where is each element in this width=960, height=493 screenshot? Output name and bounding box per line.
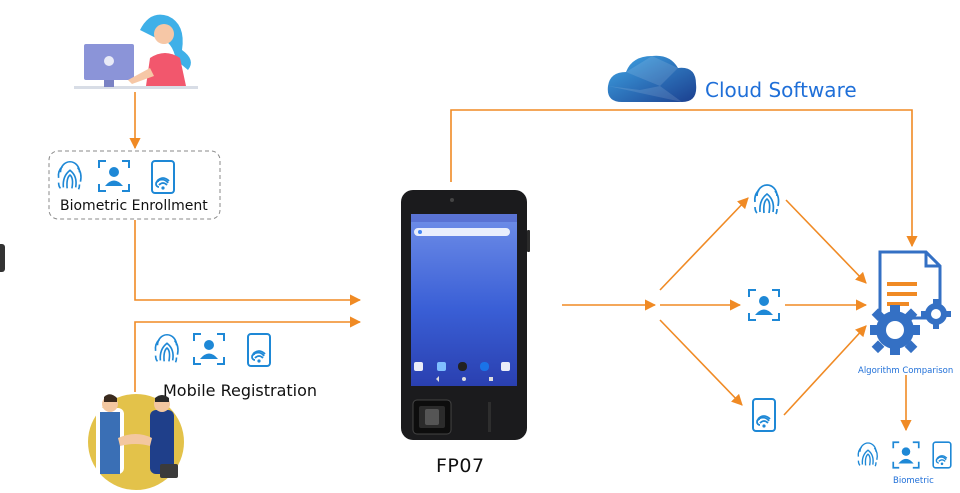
gear-icon xyxy=(870,305,920,355)
biometric-enrollment-label: Biometric Enrollment xyxy=(60,198,208,214)
biometric-result-icons xyxy=(855,441,952,469)
fingerprint-icon xyxy=(54,160,86,192)
fingerprint-icon xyxy=(751,184,783,216)
biometric-tablet-device xyxy=(401,190,530,440)
arrow-card-to-algorithm xyxy=(783,325,867,416)
arrow-device-to-cloud-to-algorithm xyxy=(450,109,918,248)
arrow-mobile-to-device xyxy=(134,316,362,392)
device-screen xyxy=(411,214,517,386)
nfc-card-icon xyxy=(752,398,776,432)
gear-icon xyxy=(921,299,951,329)
arrow-split-to-card xyxy=(659,319,743,406)
person-at-computer-illustration xyxy=(74,14,198,89)
algorithm-comparison-label: Algorithm Comparison xyxy=(858,366,954,376)
edge-tab xyxy=(0,244,5,272)
handshake-illustration xyxy=(88,394,184,490)
face-scan-icon xyxy=(892,441,920,469)
arrow-enrollment-to-device xyxy=(134,220,362,306)
cloud-software-label: Cloud Software xyxy=(705,78,857,102)
fingerprint-icon xyxy=(151,333,183,365)
document-icon xyxy=(887,282,917,286)
biometric-enrollment-box xyxy=(48,150,221,220)
cloud-icon xyxy=(607,55,697,102)
nfc-card-icon xyxy=(932,441,952,469)
device-model-label: FP07 xyxy=(436,455,485,477)
search-bar xyxy=(414,228,510,236)
fingerprint-icon xyxy=(855,442,881,468)
biometric-label: Biometric xyxy=(893,476,934,486)
flow-arrows xyxy=(129,92,918,432)
nfc-card-icon xyxy=(247,333,271,367)
face-scan-icon xyxy=(193,333,225,365)
algorithm-comparison-icon xyxy=(870,250,951,355)
mobile-registration-label: Mobile Registration xyxy=(163,381,318,400)
face-scan-icon xyxy=(748,289,780,321)
arrow-fingerprint-to-algorithm xyxy=(785,199,867,284)
mobile-registration-icons xyxy=(151,333,271,367)
arrow-split-to-fingerprint xyxy=(659,197,749,291)
